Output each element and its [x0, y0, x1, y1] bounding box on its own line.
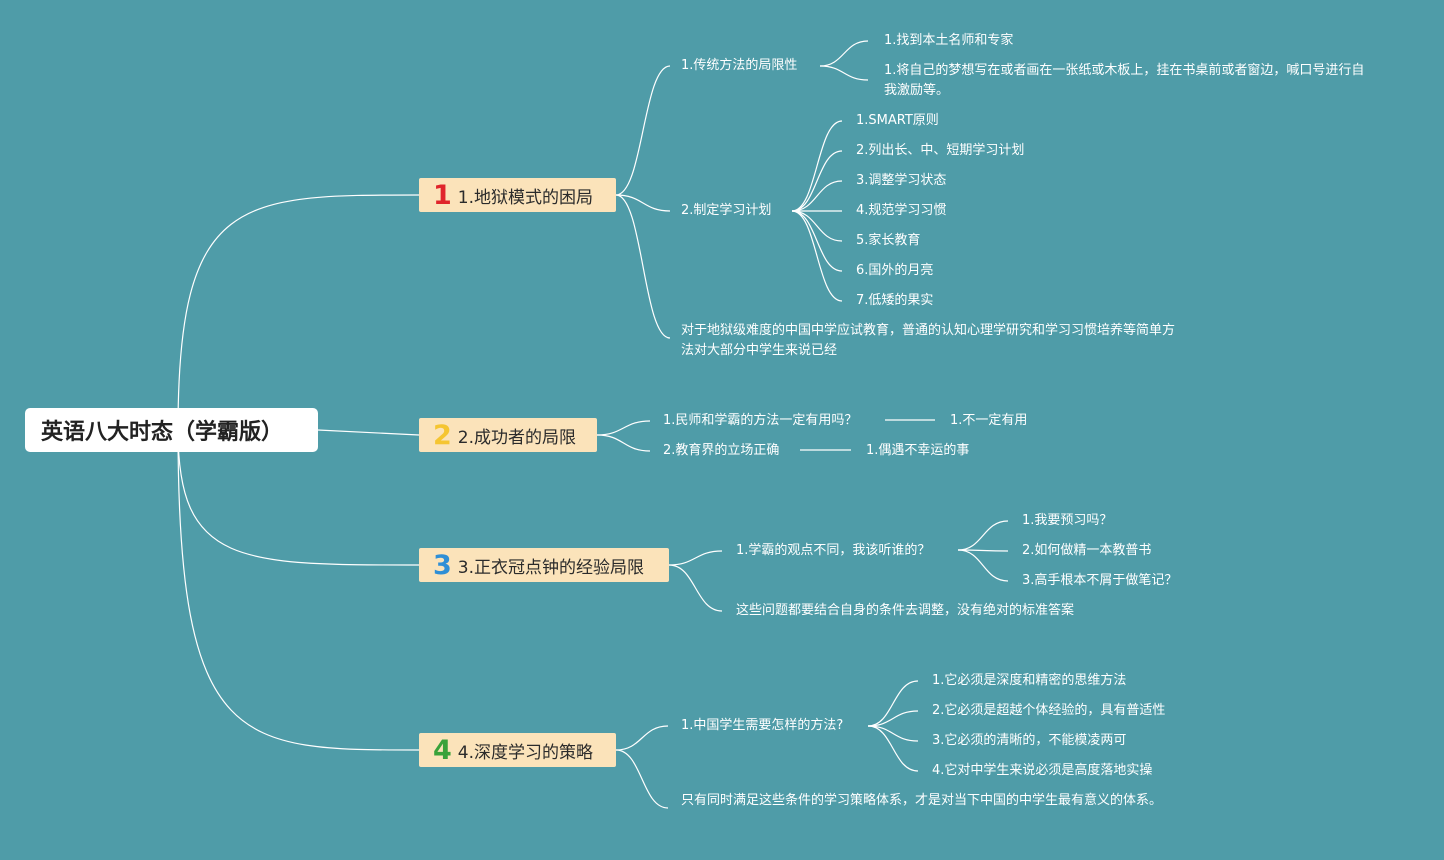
branch-line [615, 194, 671, 339]
branch-label: 2.成功者的局限 [457, 427, 577, 448]
leaf-label[interactable]: 7.低矮的果实 [856, 293, 934, 308]
branch-label: 4.深度学习的策略 [457, 742, 594, 763]
subtopic-label[interactable]: 1.学霸的观点不同，我该听谁的？ [736, 543, 931, 558]
leaf-line [867, 710, 919, 727]
leaf-label[interactable]: 3.它必须的清晰的，不能模凌两可 [932, 733, 1127, 748]
root-to-branch-line [317, 429, 420, 436]
subtopic-label[interactable]: 1.民师和学霸的方法一定有用吗？ [663, 413, 858, 428]
leaf-line [867, 725, 919, 772]
leaf-label[interactable]: 1.找到本土名师和专家 [884, 33, 1014, 48]
leaf-line [819, 40, 869, 67]
branch-line [615, 725, 669, 751]
leaf-label[interactable]: 4.规范学习习惯 [856, 203, 947, 218]
number-badge-icon: 4 [433, 734, 452, 766]
branch-label: 3.正衣冠点钟的经验局限 [457, 557, 645, 578]
leaf-label[interactable]: 3.高手根本不屑于做笔记？ [1022, 573, 1178, 588]
subtopic-label[interactable]: 1.中国学生需要怎样的方法? [681, 718, 844, 733]
subtopic-label[interactable]: 2.教育界的立场正确 [663, 443, 780, 458]
leaf-line [819, 65, 869, 81]
leaf-line [957, 549, 1009, 582]
subtopic-label[interactable]: 1.传统方法的局限性 [681, 58, 798, 73]
leaf-line [867, 680, 919, 727]
note-label[interactable]: 这些问题都要结合自身的条件去调整，没有绝对的标准答案 [736, 603, 1075, 618]
leaf-label[interactable]: 2.如何做精一本教普书 [1022, 543, 1152, 558]
branch-line [615, 194, 671, 212]
leaf-label[interactable]: 1.SMART原则 [856, 113, 939, 128]
root-to-branch-line [177, 429, 420, 751]
note-label[interactable]: 只有同时满足这些条件的学习策略体系，才是对当下中国的中学生最有意义的体系。 [681, 793, 1163, 808]
leaf-label[interactable]: 4.它对中学生来说必须是高度落地实操 [932, 763, 1153, 778]
leaf-line [791, 210, 843, 272]
leaf-label[interactable]: 6.国外的月亮 [856, 263, 934, 278]
root-to-branch-line [177, 429, 420, 566]
note-label[interactable]: 对于地狱级难度的中国中学应试教育，普通的认知心理学研究和学习习惯培养等简单方法对… [681, 323, 1176, 358]
leaf-line [791, 210, 843, 302]
number-badge-icon: 2 [433, 419, 452, 451]
leaf-line [791, 120, 843, 212]
leaf-line [957, 520, 1009, 551]
branch-line [668, 550, 723, 566]
leaf-label[interactable]: 2.列出长、中、短期学习计划 [856, 143, 1025, 158]
branch-line [596, 434, 651, 452]
leaf-line [791, 210, 843, 242]
leaf-line [791, 150, 843, 212]
leaf-line [791, 180, 843, 212]
branch-line [596, 420, 651, 436]
number-badge-icon: 3 [433, 549, 452, 581]
branch-line [615, 749, 669, 809]
leaf-line [867, 725, 919, 742]
leaf-label[interactable]: 1.我要预习吗？ [1022, 513, 1113, 528]
branch-line [668, 564, 723, 612]
leaf-label[interactable]: 2.它必须是超越个体经验的，具有普适性 [932, 703, 1166, 718]
subtopic-label[interactable]: 2.制定学习计划 [681, 203, 772, 218]
leaf-label[interactable]: 1.将自己的梦想写在或者画在一张纸或木板上，挂在书桌前或者窗边，喊口号进行自我激… [884, 63, 1365, 98]
leaf-label[interactable]: 5.家长教育 [856, 233, 921, 248]
leaf-label[interactable]: 1.它必须是深度和精密的思维方法 [932, 673, 1127, 688]
branch-label: 1.地狱模式的困局 [457, 187, 594, 208]
branch-line [615, 65, 671, 196]
number-badge-icon: 1 [433, 179, 452, 211]
root-to-branch-line [177, 194, 420, 431]
leaf-label[interactable]: 3.调整学习状态 [856, 173, 947, 188]
leaf-label[interactable]: 1.偶遇不幸运的事 [866, 443, 970, 458]
root-topic[interactable]: 英语八大时态（学霸版） [25, 408, 318, 452]
leaf-label[interactable]: 1.不一定有用 [950, 413, 1028, 428]
